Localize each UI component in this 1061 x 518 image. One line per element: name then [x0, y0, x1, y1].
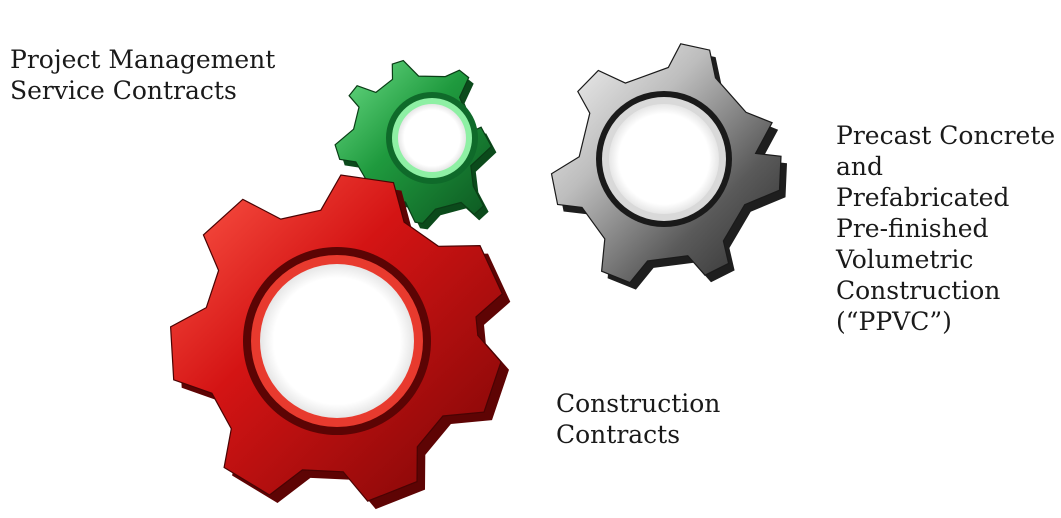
green-gear-hole: [398, 104, 466, 172]
label-project-management: Project Management Service Contracts: [10, 44, 275, 106]
label-precast-line-3: Prefabricated: [836, 183, 1010, 212]
label-project-management-line-1: Project Management: [10, 45, 276, 74]
label-construction-line-1: Construction: [556, 389, 721, 418]
label-construction-contracts: Construction Contracts: [556, 388, 720, 450]
red-gear-hole: [260, 264, 414, 418]
silver-gear: [550, 43, 787, 290]
silver-gear-hole: [609, 104, 719, 214]
label-project-management-line-2: Service Contracts: [10, 76, 237, 105]
label-construction-line-2: Contracts: [556, 420, 681, 449]
label-precast-line-2: and: [836, 152, 884, 181]
label-precast-line-5: Volumetric: [836, 245, 974, 274]
label-precast-line-7: (“PPVC”): [836, 307, 952, 336]
label-precast-line-1: Precast Concrete: [836, 121, 1056, 150]
red-gear: [169, 174, 511, 510]
label-precast-line-4: Pre-finished: [836, 214, 989, 243]
label-precast-ppvc: Precast Concrete and Prefabricated Pre-f…: [836, 120, 1055, 337]
label-precast-line-6: Construction: [836, 276, 1001, 305]
